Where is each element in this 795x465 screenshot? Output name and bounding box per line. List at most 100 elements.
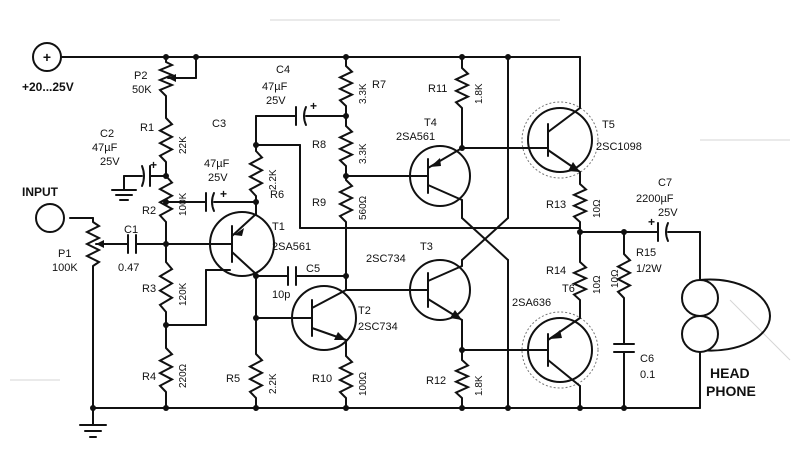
t2-ref: T2 xyxy=(358,305,371,317)
wiring xyxy=(61,56,701,426)
resistor-r14 xyxy=(571,261,589,301)
r2-value: 100K xyxy=(178,192,189,216)
r8-ref: R8 xyxy=(312,139,326,151)
c5-value: 10p xyxy=(272,289,290,301)
junction-dots xyxy=(90,54,627,411)
svg-text:+: + xyxy=(310,99,317,113)
resistor-r5 xyxy=(247,353,265,399)
resistor-r4 xyxy=(157,347,175,393)
c1-value: 0.47 xyxy=(118,262,139,274)
input-jack xyxy=(35,203,65,233)
c7-value: 2200µF xyxy=(636,193,674,205)
t2-part: 2SC734 xyxy=(358,321,398,333)
r7-value: 3.3K xyxy=(358,83,369,104)
c6-value: 0.1 xyxy=(640,369,655,381)
r14-ref: R14 xyxy=(546,265,566,277)
c4-voltage: 25V xyxy=(266,95,286,107)
r9-value: 560Ω xyxy=(358,195,369,220)
c2-value: 47µF xyxy=(92,142,118,154)
r2-ref: R2 xyxy=(142,205,156,217)
r1-value: 22K xyxy=(178,136,189,154)
r1-ref: R1 xyxy=(140,122,154,134)
r5-ref: R5 xyxy=(226,373,240,385)
svg-text:+: + xyxy=(43,49,51,65)
transistor-t5 xyxy=(521,101,599,179)
c7-voltage: 25V xyxy=(658,207,678,219)
t4-ref: T4 xyxy=(424,117,437,129)
p2-ref: P2 xyxy=(134,70,147,82)
t1-ref: T1 xyxy=(272,221,285,233)
t5-ref: T5 xyxy=(602,119,615,131)
t4-part: 2SA561 xyxy=(396,131,435,143)
r6-value: 2.2K xyxy=(268,169,279,190)
resistor-r11 xyxy=(453,67,471,109)
capacitor-c1 xyxy=(127,234,137,254)
output-label-line2: PHONE xyxy=(706,383,756,399)
resistor-r6 xyxy=(247,150,265,197)
c3-ref: C3 xyxy=(212,118,226,130)
r12-value: 1.8K xyxy=(474,375,485,396)
transistor-t6 xyxy=(521,311,599,389)
p1-ref: P1 xyxy=(58,248,71,260)
capacitor-c2: + xyxy=(123,158,157,187)
r11-value: 1.8K xyxy=(474,83,485,104)
c5-ref: C5 xyxy=(306,263,320,275)
r10-ref: R10 xyxy=(312,373,332,385)
r5-value: 2.2K xyxy=(268,373,279,394)
resistor-r2 xyxy=(157,175,175,223)
transistor-t3 xyxy=(409,259,471,321)
capacitor-c5 xyxy=(287,266,297,286)
transistor-t4 xyxy=(409,145,471,207)
ground-icon xyxy=(79,424,107,438)
potentiometer-p1 xyxy=(84,221,105,267)
r15-power: 1/2W xyxy=(636,263,662,275)
resistor-r10 xyxy=(337,355,355,399)
resistor-r7 xyxy=(337,65,355,107)
p2-value: 50K xyxy=(132,84,152,96)
resistor-r15 xyxy=(615,253,633,299)
resistor-r1 xyxy=(157,117,175,163)
potentiometer-p2 xyxy=(157,61,177,97)
background-artifacts xyxy=(10,19,791,381)
r12-ref: R12 xyxy=(426,375,446,387)
r7-ref: R7 xyxy=(372,79,386,91)
capacitor-c6 xyxy=(613,343,635,353)
supply-label: +20...25V xyxy=(22,80,74,94)
c6-ref: C6 xyxy=(640,353,654,365)
r10-value: 100Ω xyxy=(358,371,369,396)
resistor-r3 xyxy=(158,261,174,313)
svg-text:+: + xyxy=(648,215,655,229)
t1-part: 2SA561 xyxy=(272,241,311,253)
resistor-r12 xyxy=(453,359,471,399)
t5-part: 2SC1098 xyxy=(596,141,642,153)
c4-value: 47µF xyxy=(262,81,288,93)
c3-value: 47µF xyxy=(204,158,230,170)
input-label: INPUT xyxy=(22,185,59,199)
r15-ref: R15 xyxy=(636,247,656,259)
r6-ref: R6 xyxy=(270,189,284,201)
resistor-r8 xyxy=(337,125,355,167)
output-label-line1: HEAD xyxy=(710,365,750,381)
resistor-r9 xyxy=(337,179,355,223)
capacitor-c4: + xyxy=(295,99,317,126)
c4-ref: C4 xyxy=(276,64,290,76)
transistor-t2 xyxy=(291,285,357,351)
r14-value: 10Ω xyxy=(592,275,603,294)
c1-ref: C1 xyxy=(124,224,138,236)
r4-ref: R4 xyxy=(142,371,156,383)
svg-text:+: + xyxy=(150,158,157,172)
capacitor-c7: + xyxy=(648,215,669,242)
t6-ref: T6 xyxy=(562,283,575,295)
supply-terminal: + xyxy=(32,42,62,72)
t6-part: 2SA636 xyxy=(512,297,551,309)
r8-value: 3.3K xyxy=(358,143,369,164)
r3-value: 120K xyxy=(178,282,189,306)
c3-voltage: 25V xyxy=(208,172,228,184)
t3-part: 2SC734 xyxy=(366,253,406,265)
r13-value: 10Ω xyxy=(592,199,603,218)
r9-ref: R9 xyxy=(312,197,326,209)
r13-ref: R13 xyxy=(546,199,566,211)
ground-icon-c2 xyxy=(111,189,137,201)
r3-ref: R3 xyxy=(142,283,156,295)
